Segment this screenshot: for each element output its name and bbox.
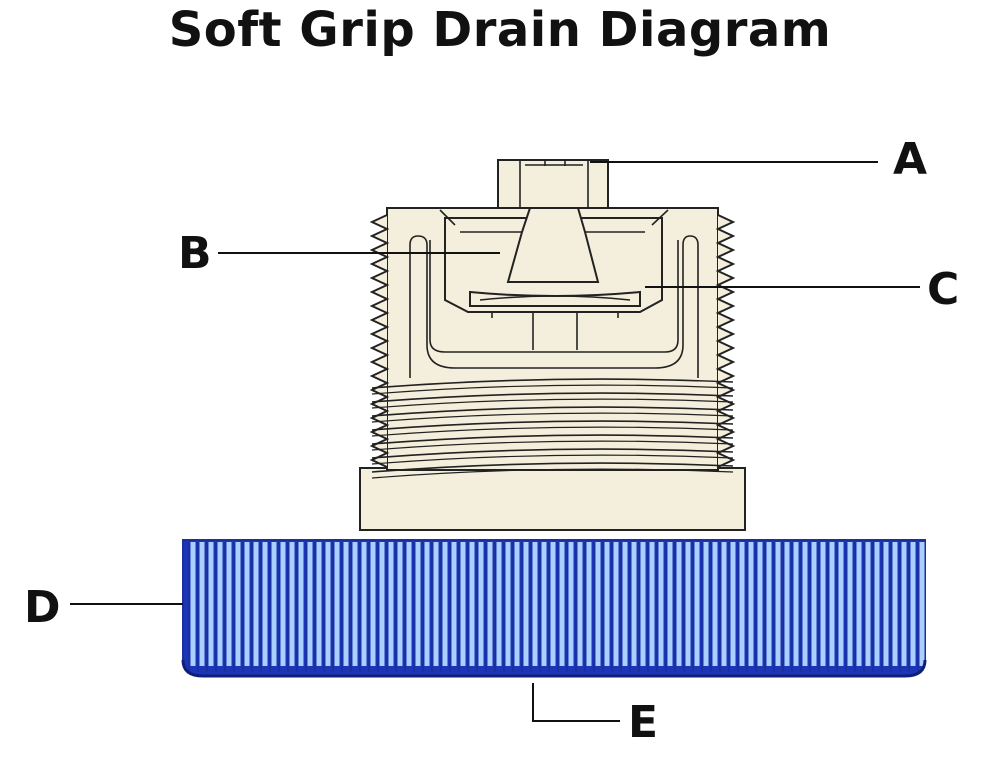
callout-a: A [590, 134, 927, 185]
label-c: C [927, 264, 959, 315]
thread-spiral [371, 406, 734, 417]
knob-ribs [188, 542, 925, 672]
thread-spiral [371, 392, 734, 403]
thread-spiral [371, 412, 734, 423]
thread-spiral [371, 440, 734, 451]
drain-body [359, 159, 746, 531]
thread-spiral [371, 454, 734, 465]
thread-spiral [371, 426, 734, 437]
callout-c: C [645, 264, 959, 315]
thread-spiral [371, 462, 734, 473]
thread-spiral [371, 378, 734, 389]
callout-d: D [24, 582, 183, 633]
diagram-title: Soft Grip Drain Diagram [168, 2, 832, 58]
thread-spiral [371, 448, 734, 459]
thread-spiral [371, 468, 734, 479]
knurled-knob [181, 539, 927, 678]
thread-spiral [371, 434, 734, 445]
label-a: A [893, 134, 927, 185]
label-b: B [178, 228, 212, 279]
thread-teeth-right [715, 214, 736, 468]
label-d: D [24, 582, 61, 633]
thread-spiral [371, 398, 734, 409]
thread-teeth [369, 214, 736, 479]
thread-spiral [371, 420, 734, 431]
label-e: E [628, 697, 658, 748]
thread-teeth-left [369, 214, 390, 468]
callout-e: E [532, 683, 658, 748]
thread-spiral [371, 384, 734, 395]
callout-b: B [178, 228, 500, 279]
